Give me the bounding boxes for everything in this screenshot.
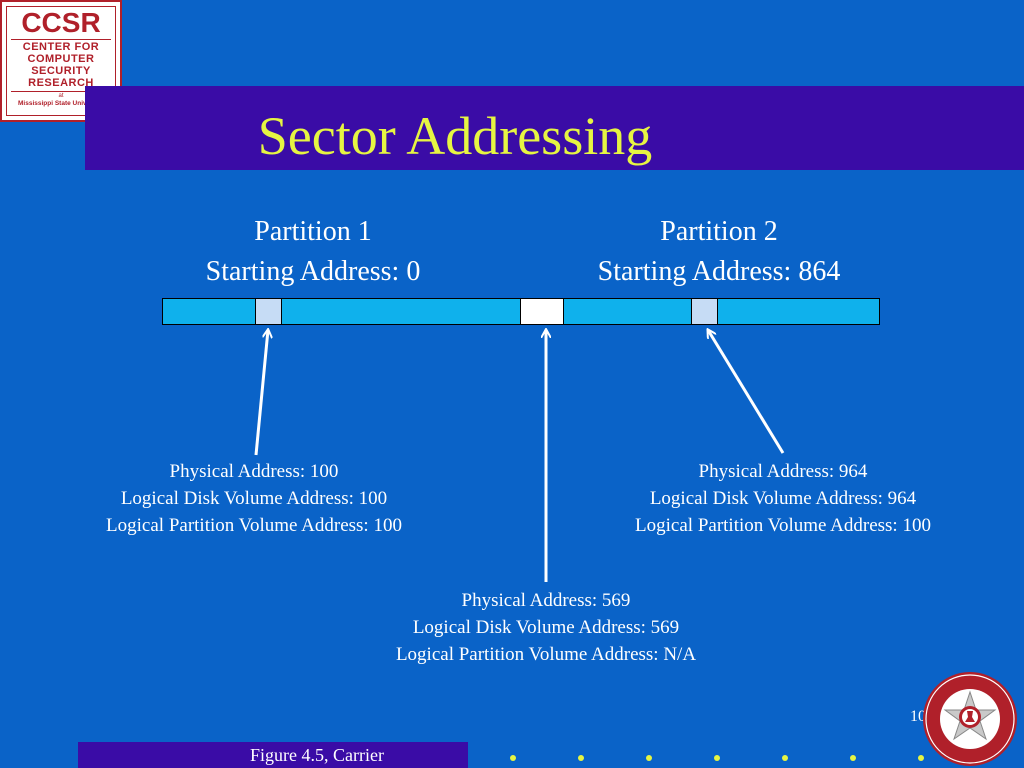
sector-569-addresses: Physical Address: 569 Logical Disk Volum… [336, 587, 756, 668]
title-bar [85, 86, 1024, 170]
sector-100-partition-volume: Logical Partition Volume Address: 100 [106, 515, 402, 536]
logo-line-1: CENTER FOR [22, 41, 100, 53]
partition-2-label: Partition 2 Starting Address: 864 [539, 212, 899, 292]
sector-100-addresses: Physical Address: 100 Logical Disk Volum… [44, 458, 464, 539]
partition-2-start: Starting Address: 864 [597, 256, 841, 287]
sector-100-disk-volume: Logical Disk Volume Address: 100 [120, 488, 388, 509]
partition-2-name: Partition 2 [660, 216, 778, 247]
logo-line-3: SECURITY [31, 65, 91, 77]
ccsr-logo: CCSR CENTER FOR COMPUTER SECURITY RESEAR… [0, 0, 122, 122]
logo-abbr: CCSR [21, 7, 101, 38]
logo-line-4: RESEARCH [28, 77, 94, 89]
figure-caption: Figure 4.5, Carrier [250, 745, 384, 765]
sector-964-physical: Physical Address: 964 [698, 461, 868, 482]
sector-964-disk-volume: Logical Disk Volume Address: 964 [649, 488, 917, 509]
sector-100 [255, 298, 282, 325]
sector-569-physical: Physical Address: 569 [461, 590, 631, 611]
footer-bar [78, 742, 468, 768]
unallocated-gap [520, 298, 564, 325]
sector-569-disk-volume: Logical Disk Volume Address: 569 [412, 617, 680, 638]
footer-dots [505, 748, 975, 768]
sector-964 [691, 298, 718, 325]
partition-1-label: Partition 1 Starting Address: 0 [133, 212, 493, 292]
sector-964-partition-volume: Logical Partition Volume Address: 100 [635, 515, 931, 536]
slide-title: Sector Addressing [257, 106, 653, 166]
sector-569-partition-volume: Logical Partition Volume Address: N/A [395, 644, 697, 665]
logo-university: Mississippi State University [18, 100, 104, 107]
page-number: 10 [910, 708, 926, 725]
arrow-sector-100 [254, 330, 268, 456]
sector-964-addresses: Physical Address: 964 Logical Disk Volum… [573, 458, 993, 539]
partition-1-name: Partition 1 [254, 216, 372, 247]
partition-1-start: Starting Address: 0 [205, 256, 421, 287]
logo-of: at [58, 93, 64, 99]
forensics-training-center-seal-icon [923, 672, 1017, 766]
sector-100-physical: Physical Address: 100 [169, 461, 339, 482]
arrow-sector-964 [708, 330, 785, 454]
logo-line-2: COMPUTER [27, 53, 95, 65]
